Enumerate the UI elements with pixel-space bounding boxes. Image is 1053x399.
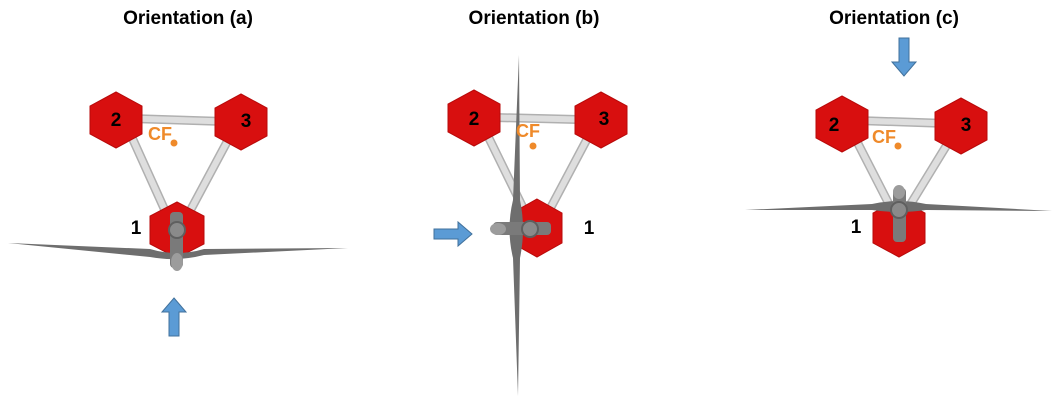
- rotor-hub-ring-b: [521, 220, 539, 238]
- flow-arrow-right-icon: [433, 220, 473, 248]
- cf-label-b: CF: [516, 121, 540, 141]
- node-label-3-a: 3: [241, 111, 252, 132]
- panel-title-a: Orientation (a): [123, 8, 253, 29]
- hexagon-node-2-c: [815, 95, 869, 153]
- cf-dot-a: [170, 139, 178, 147]
- panel-title-b: Orientation (b): [469, 8, 600, 29]
- node-label-2-a: 2: [111, 110, 122, 131]
- rotor-blade-a: [8, 243, 348, 260]
- strut-2-1-b-core: [479, 121, 533, 225]
- hexagon-node-3-c: [934, 97, 988, 155]
- flow-arrow-down-icon: [890, 37, 918, 77]
- panel-orientation-c: Orientation (c) 2 3 1 CF: [745, 8, 1052, 258]
- node-label-1-b: 1: [584, 218, 595, 239]
- rotor-c: [745, 185, 1052, 242]
- node-label-2-b: 2: [469, 109, 480, 130]
- node-label-3-c: 3: [961, 115, 972, 136]
- cf-dot-c: [894, 142, 902, 150]
- rotor-b: [490, 55, 551, 396]
- hexagon-node-3-b: [574, 91, 628, 149]
- node-label-1-c: 1: [851, 217, 862, 238]
- hexagon-node-2-b: [447, 89, 501, 147]
- rotor-shaft-a: [171, 253, 183, 271]
- cf-label-c: CF: [872, 127, 896, 147]
- rotor-shaft-c: [893, 185, 905, 199]
- node-label-1-a: 1: [131, 218, 142, 239]
- hexagon-node-2-a: [89, 91, 143, 149]
- panel-orientation-a: Orientation (a) 2 3 1 CF: [8, 8, 348, 337]
- node-label-3-b: 3: [599, 109, 610, 130]
- rotor-hub-ring-c: [890, 201, 908, 219]
- flow-arrow-up-icon: [160, 297, 188, 337]
- cf-label-a: CF: [148, 124, 172, 144]
- rotor-shaft-b: [490, 223, 506, 235]
- panel-orientation-b: Orientation (b) 2 3 1 CF: [433, 8, 628, 396]
- hexagon-node-3-a: [214, 93, 268, 151]
- cf-dot-b: [529, 142, 537, 150]
- rotor-a: [8, 212, 348, 271]
- node-label-2-c: 2: [829, 115, 840, 136]
- rotor-hub-ring-a: [168, 221, 186, 239]
- panel-title-c: Orientation (c): [829, 8, 959, 29]
